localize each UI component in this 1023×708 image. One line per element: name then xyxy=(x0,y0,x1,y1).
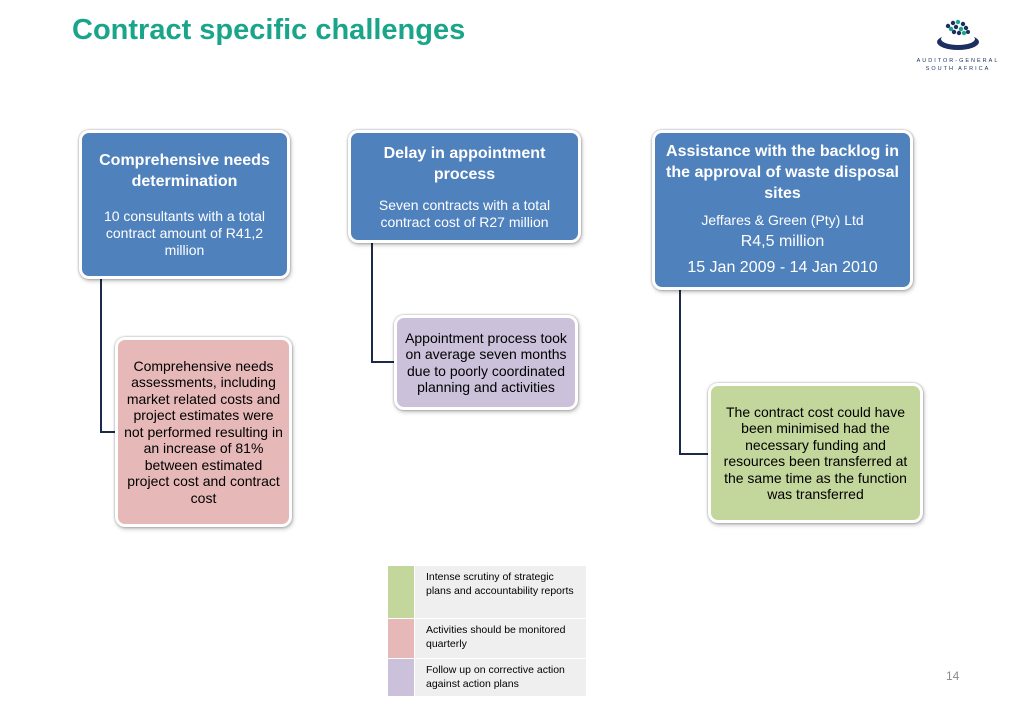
finding-text: Appointment process took on average seve… xyxy=(405,329,567,396)
legend-swatch-red xyxy=(388,619,415,658)
legend-swatch-purple xyxy=(388,659,415,696)
legend-label: Intense scrutiny of strategic plans and … xyxy=(415,566,586,618)
header-box-appointment-delay: Delay in appointment process Seven contr… xyxy=(348,130,581,243)
legend-item: Activities should be monitored quarterly xyxy=(388,619,586,659)
connector-column-2 xyxy=(371,242,397,363)
header-detail: Jeffares & Green (Pty) Ltd xyxy=(701,212,864,228)
header-detail: Seven contracts with a total contract co… xyxy=(378,196,551,230)
header-box-needs-determination: Comprehensive needs determination 10 con… xyxy=(79,130,290,279)
legend-item: Follow up on corrective action against a… xyxy=(388,659,586,696)
legend: Intense scrutiny of strategic plans and … xyxy=(388,566,586,696)
finding-text: Comprehensive needs assessments, includi… xyxy=(124,357,283,506)
logo-line-1: AUDITOR-GENERAL xyxy=(916,58,1000,64)
header-title: Delay in appointment process xyxy=(383,144,546,183)
legend-label: Activities should be monitored quarterly xyxy=(415,619,586,658)
page-title: Contract specific challenges xyxy=(72,14,466,46)
header-title: Comprehensive needs determination xyxy=(99,152,270,190)
legend-label: Follow up on corrective action against a… xyxy=(415,659,586,696)
finding-box-contract-cost: The contract cost could have been minimi… xyxy=(708,383,923,523)
auditor-general-logo: AUDITOR-GENERAL SOUTH AFRICA xyxy=(908,14,1008,76)
legend-item: Intense scrutiny of strategic plans and … xyxy=(388,566,586,619)
logo-line-2: SOUTH AFRICA xyxy=(925,66,991,72)
page-number: 14 xyxy=(946,669,960,683)
header-amount: R4,5 million xyxy=(740,233,825,250)
header-detail: 10 consultants with a total contract amo… xyxy=(103,208,266,258)
finding-box-appointment-process: Appointment process took on average seve… xyxy=(394,315,578,410)
connector-column-1 xyxy=(100,278,118,433)
finding-box-needs-assessment: Comprehensive needs assessments, includi… xyxy=(115,337,292,527)
header-box-waste-disposal: Assistance with the backlog in the appro… xyxy=(652,130,913,290)
logo-emblem-icon xyxy=(937,19,979,50)
finding-text: The contract cost could have been minimi… xyxy=(723,403,908,503)
header-period: 15 Jan 2009 - 14 Jan 2010 xyxy=(687,259,878,276)
header-title: Assistance with the backlog in the appro… xyxy=(666,143,899,202)
legend-swatch-green xyxy=(388,566,415,618)
connector-column-3 xyxy=(679,288,711,455)
